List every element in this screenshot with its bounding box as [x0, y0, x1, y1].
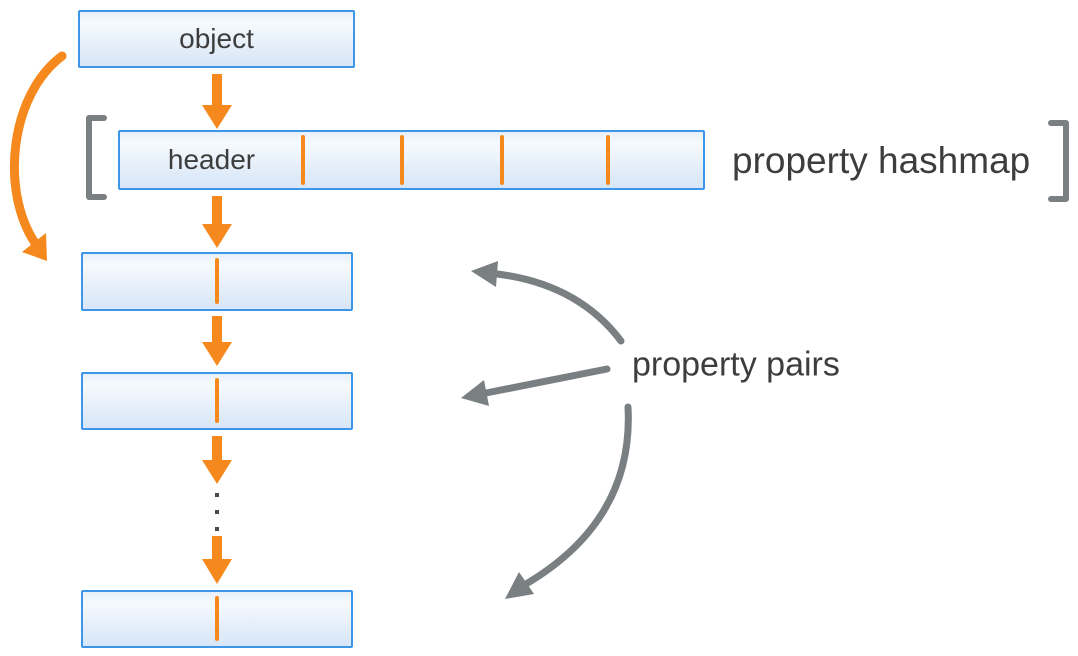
pair-divider [215, 596, 219, 641]
arrow-pair1-to-pair2-icon [202, 316, 232, 366]
pair-divider [215, 258, 219, 304]
object-box-label: object [179, 23, 254, 54]
pair-box-1 [81, 252, 353, 311]
pair-box-3 [81, 590, 353, 648]
arrow-pair2-to-ellipsis-icon [202, 436, 232, 484]
arrow-ellipsis-to-pair3-icon [202, 536, 232, 584]
hashmap-slot-divider [301, 135, 305, 185]
arrow-object-to-hashmap-icon [202, 74, 232, 129]
vertical-ellipsis-icon [215, 493, 219, 531]
gray-arrow-to-pair2-icon [461, 365, 611, 406]
hashmap-slot-divider [500, 135, 504, 185]
hashmap-box: header [118, 130, 705, 190]
pair-box-2 [81, 372, 353, 430]
pairs-caption: property pairs [632, 345, 840, 384]
hashmap-caption: property hashmap [732, 140, 1031, 181]
gray-arrow-to-pair1-icon [471, 261, 625, 345]
pair-divider [215, 378, 219, 423]
hashmap-slot-divider [606, 135, 610, 185]
right-bracket-icon [1048, 120, 1069, 202]
hashmap-slot-divider [400, 135, 404, 185]
left-bracket-icon [86, 115, 107, 200]
curved-arrow-object-to-pair1-icon [9, 51, 67, 261]
arrow-hashmap-to-pair1-icon [202, 196, 232, 248]
hashmap-header-label: header [167, 144, 256, 175]
object-box: object [78, 10, 355, 68]
gray-arrow-to-pair3-icon [505, 403, 632, 599]
